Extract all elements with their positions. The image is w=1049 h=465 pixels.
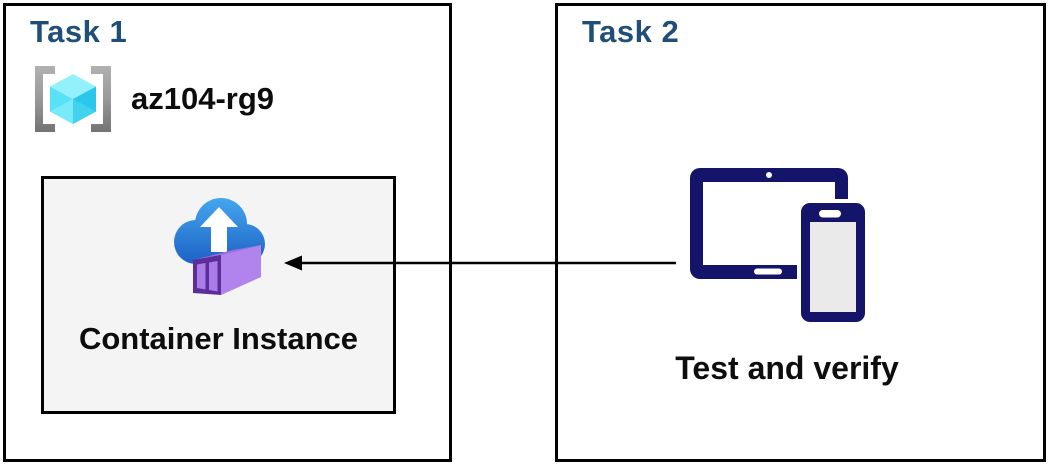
resource-group: az104-rg9 (32, 64, 274, 134)
test-verify-label: Test and verify (675, 350, 899, 386)
task1-box: Task 1 az104-rg9 (3, 3, 452, 462)
task1-title: Task 1 (30, 14, 128, 49)
container-instance-label: Container Instance (78, 321, 359, 356)
task2-box: Task 2 Test and verify (555, 3, 1046, 462)
devices-icon (690, 168, 869, 326)
task2-title: Task 2 (582, 14, 680, 49)
resource-group-icon (35, 66, 111, 132)
container-instances-icon (173, 198, 265, 295)
resource-group-name: az104-rg9 (131, 81, 275, 116)
container-instance-box: Container Instance (41, 176, 396, 414)
